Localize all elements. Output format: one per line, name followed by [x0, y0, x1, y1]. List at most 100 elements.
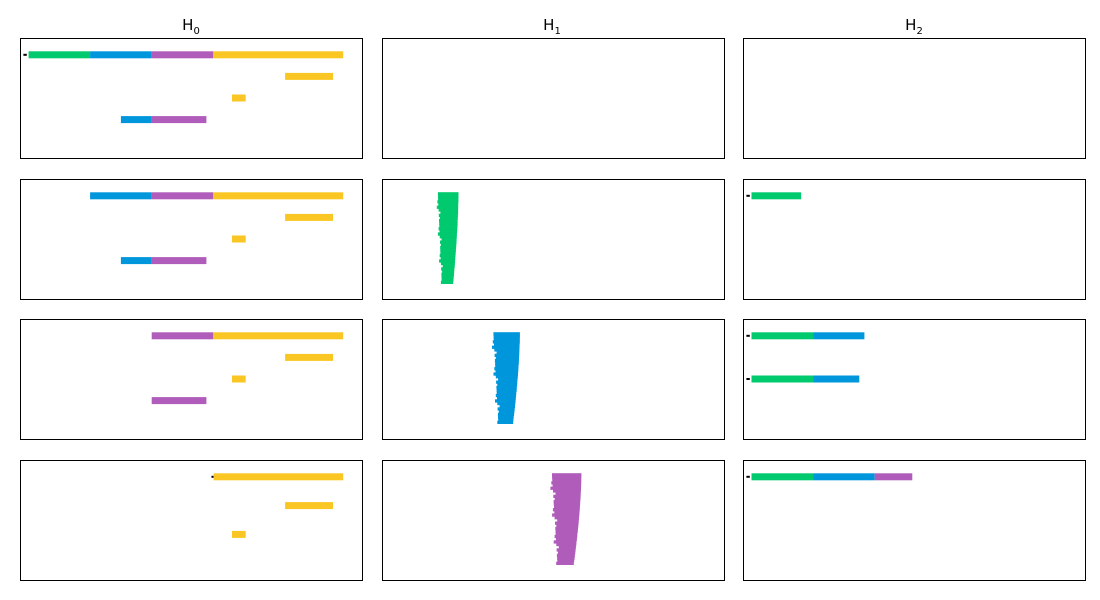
bar-segment-r2-c0-b0-s1 [213, 332, 344, 340]
bar-segment-r1-c0-b3-s1 [151, 257, 207, 265]
cycle-bar-r3-c1-24 [556, 537, 577, 541]
cycle-bar-r1-c1-2 [438, 197, 459, 201]
cycle-bar-r3-c1-19 [556, 524, 579, 528]
cycle-bar-r3-c1-33 [556, 561, 574, 565]
cycle-bar-r2-c1-1 [493, 334, 520, 339]
cycle-bar-r3-c1-12 [554, 505, 580, 509]
panel-frame-r3-c1 [382, 460, 725, 581]
cycle-bar-r2-c1-22 [496, 391, 517, 395]
bar-segment-r0-c0-b0-s2 [90, 51, 152, 59]
cycle-bar-r2-c1-23 [495, 393, 517, 398]
cycle-bar-r2-c1-29 [498, 410, 515, 414]
cycle-bar-r1-c1-1 [438, 194, 459, 199]
panel-r1-c1 [382, 179, 725, 300]
cycle-bar-r1-c1-14 [439, 229, 458, 234]
cycle-bar-r3-c1-10 [553, 500, 581, 504]
panel-r2-c1 [382, 319, 725, 440]
bar-segment-r0-c0-b0-s0 [23, 53, 27, 56]
cycle-bar-r1-c1-7 [440, 211, 459, 215]
cycle-bar-r3-c1-1 [552, 475, 582, 480]
bar-segment-r0-c0-b1-s0 [285, 72, 333, 80]
panel-r0-c0 [20, 38, 363, 159]
bar-segment-r3-c2-b0-s1 [751, 473, 814, 481]
cycle-bar-r2-c1-4 [494, 342, 520, 347]
cycle-bar-r1-c1-21 [440, 248, 456, 252]
cycle-bar-r3-c1-0 [552, 473, 582, 477]
cycle-bar-r3-c1-11 [553, 502, 581, 506]
panel-frame-r1-c0 [20, 179, 363, 300]
cycle-bar-r1-c1-19 [440, 243, 457, 247]
cycle-bar-r2-c1-15 [493, 372, 518, 376]
panel-r3-c0 [20, 460, 363, 581]
cycle-bar-r3-c1-27 [558, 545, 576, 549]
bar-segment-r2-c2-b0-s0 [746, 334, 750, 337]
cycle-bar-r3-c1-31 [557, 556, 575, 560]
bar-segment-r0-c0-b3-s0 [120, 116, 152, 124]
bar-segment-r3-c2-b0-s3 [874, 473, 913, 481]
cycle-bar-r1-c1-23 [439, 253, 456, 258]
panel-r0-c2 [743, 38, 1086, 159]
cycle-bar-r2-c1-16 [495, 375, 518, 379]
column-title-h2: H2 [905, 16, 923, 37]
bar-segment-r1-c0-b0-s1 [151, 192, 214, 200]
cycle-bar-r1-c1-13 [438, 227, 458, 231]
bar-segment-r2-c2-b0-s1 [751, 332, 814, 340]
cycle-bar-r1-c1-3 [437, 200, 459, 204]
cycle-bar-r2-c1-30 [497, 412, 515, 416]
cycle-bar-r2-c1-0 [493, 332, 520, 336]
cycle-bar-r2-c1-18 [496, 380, 518, 384]
cycle-bar-r1-c1-28 [441, 267, 455, 271]
bar-segment-r1-c2-b0-s0 [746, 194, 750, 197]
cycle-bar-r2-c1-6 [494, 348, 520, 352]
bar-segment-r0-c0-b0-s1 [28, 51, 91, 59]
cycle-bar-r3-c1-22 [555, 532, 578, 536]
panel-frame-r0-c2 [743, 38, 1086, 159]
bar-segment-r3-c2-b0-s2 [813, 473, 875, 481]
cycle-bar-r1-c1-18 [440, 240, 457, 244]
cycle-bar-r2-c1-33 [497, 420, 514, 424]
cycle-bar-r2-c1-20 [496, 385, 517, 390]
cycle-bar-r1-c1-22 [440, 251, 456, 255]
bar-segment-r2-c2-b1-s2 [813, 375, 860, 383]
panel-r0-c1 [382, 38, 725, 159]
cycle-bar-r3-c1-13 [552, 508, 580, 512]
column-title-h1-subscript: 1 [554, 26, 560, 37]
cycle-bar-r2-c1-26 [497, 401, 516, 406]
column-title-h0-subscript: 0 [193, 26, 199, 37]
bar-segment-r0-c0-b3-s1 [151, 116, 207, 124]
cycle-bar-r1-c1-4 [438, 202, 459, 207]
cycle-bar-r3-c1-30 [556, 553, 575, 557]
bar-segment-r0-c0-b0-s3 [151, 51, 214, 59]
bar-segment-r1-c0-b0-s2 [213, 192, 344, 200]
cycle-bar-r1-c1-29 [442, 270, 455, 274]
cycle-bar-r2-c1-28 [497, 407, 515, 411]
cycle-bar-r2-c1-24 [497, 396, 516, 400]
cycle-bar-r3-c1-26 [556, 542, 577, 547]
cycle-bar-r1-c1-24 [440, 256, 456, 260]
cycle-bar-r1-c1-10 [439, 219, 458, 223]
cycle-bar-r2-c1-17 [498, 377, 518, 382]
cycle-bar-r2-c1-32 [498, 418, 514, 422]
panel-frame-r0-c1 [382, 38, 725, 159]
cycle-bar-r2-c1-25 [495, 399, 516, 403]
cycle-bar-r3-c1-7 [555, 492, 581, 496]
cycle-bar-r1-c1-0 [437, 192, 459, 196]
cycle-bar-r3-c1-5 [550, 486, 581, 490]
bar-segment-r1-c2-b0-s1 [751, 192, 802, 200]
cycle-bar-r1-c1-25 [439, 259, 456, 263]
cycle-bar-r1-c1-27 [442, 264, 455, 268]
cycle-bar-r2-c1-7 [496, 351, 520, 355]
cycle-bar-r1-c1-20 [440, 245, 457, 250]
cycle-bar-r1-c1-12 [439, 224, 458, 228]
bar-segment-r2-c0-b3-s0 [151, 397, 207, 405]
cycle-bar-r3-c1-3 [551, 481, 582, 485]
cycle-bar-r3-c1-2 [552, 478, 582, 482]
column-title-h2-subscript: 2 [916, 26, 922, 37]
cycle-bar-r1-c1-26 [440, 261, 455, 266]
cycle-bar-r3-c1-32 [557, 559, 575, 563]
cycle-bar-r1-c1-17 [441, 237, 457, 242]
cycle-bar-r3-c1-6 [553, 489, 581, 493]
cycle-bar-r3-c1-23 [554, 534, 578, 539]
cycle-bar-r3-c1-16 [554, 516, 579, 520]
